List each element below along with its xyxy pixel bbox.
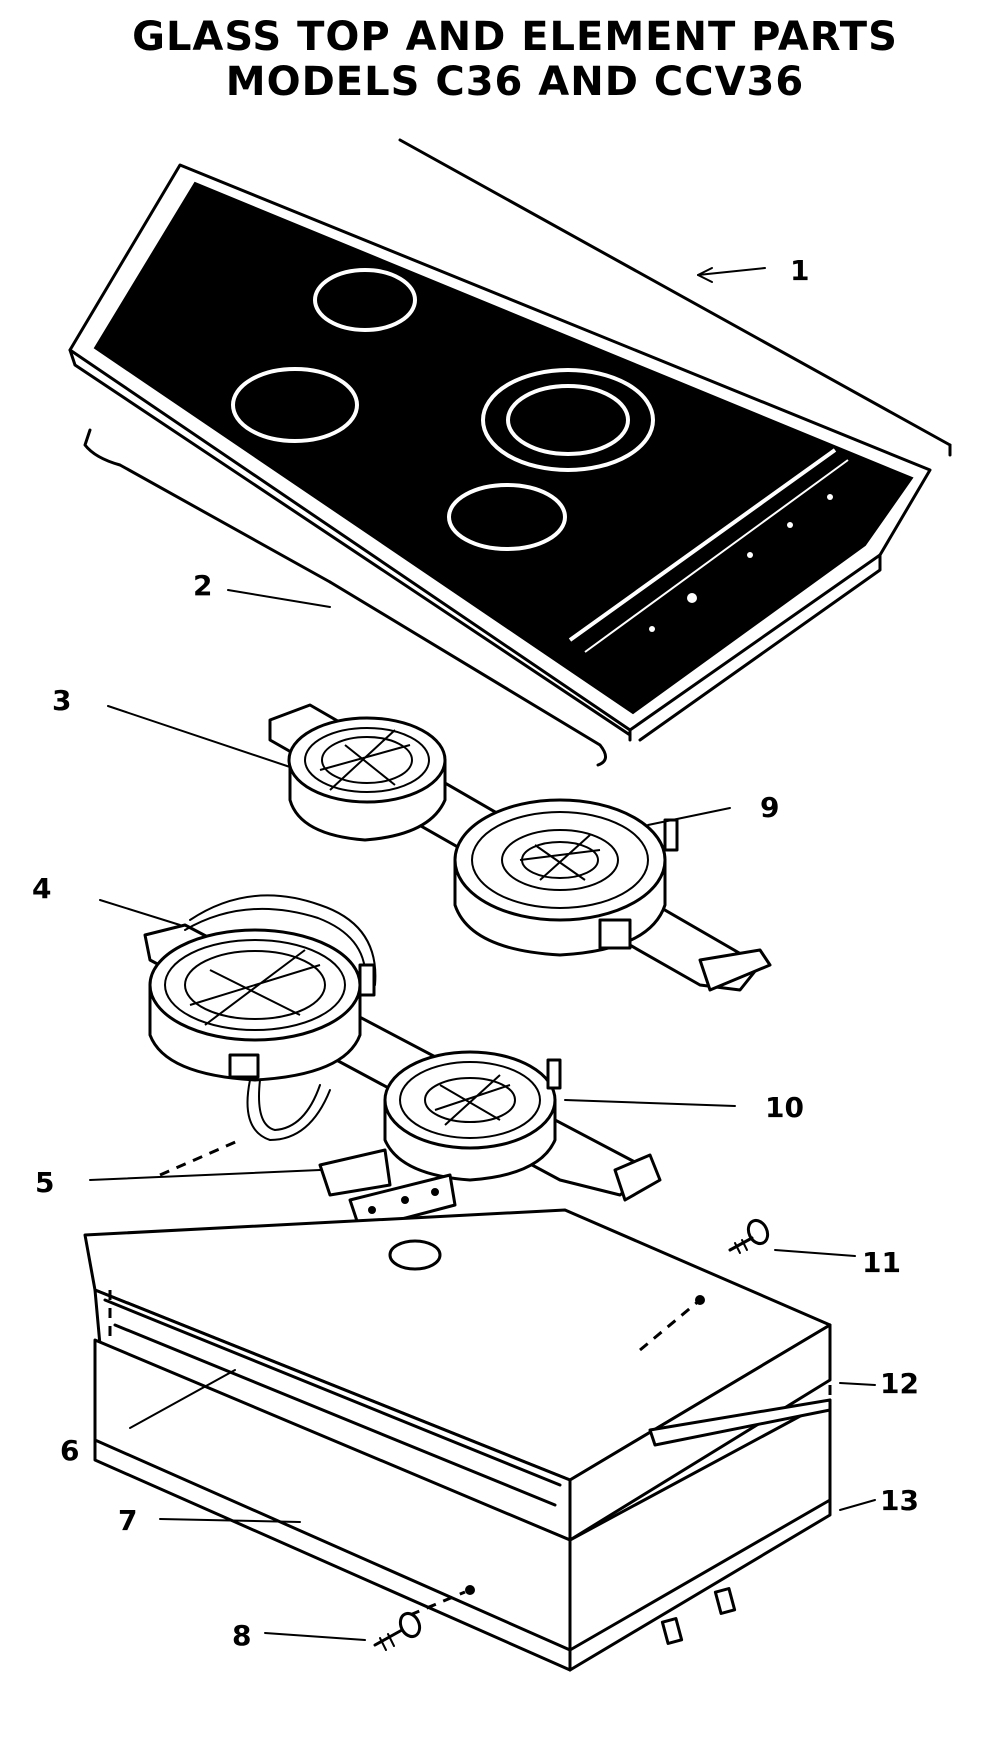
burner-ring-front-left — [231, 367, 359, 443]
front-element-assembly — [143, 894, 662, 1202]
radiant-element-medium — [383, 1050, 562, 1182]
leader-lines — [89, 267, 876, 1641]
burner-ring-front-center — [447, 483, 567, 551]
diagram-title-line-1: GLASS TOP AND ELEMENT PARTS — [132, 14, 898, 60]
burner-ring-large-outer — [481, 368, 655, 472]
burner-ring-large-inner — [506, 384, 630, 456]
screw-11 — [728, 1218, 770, 1254]
burner-ring-back-left — [313, 268, 417, 332]
callout-5: 5 — [35, 1166, 54, 1199]
element-terminal-block — [598, 918, 632, 950]
callout-labels: 1 2 3 4 5 6 7 8 9 10 11 12 13 — [32, 254, 919, 1652]
callout-13: 13 — [880, 1484, 919, 1517]
callout-7: 7 — [118, 1504, 137, 1537]
callout-6: 6 — [60, 1434, 79, 1467]
element-wiring-harness — [189, 894, 377, 986]
radiant-element-small — [287, 716, 447, 842]
callout-11: 11 — [862, 1246, 901, 1279]
glass-top-seal-part — [83, 428, 607, 767]
glass-top-back-edge — [398, 138, 952, 447]
callout-4: 4 — [32, 872, 51, 905]
diagram-title-line-2: MODELS C36 AND CCV36 — [226, 59, 804, 105]
control-knob-markers — [649, 494, 833, 632]
callout-8: 8 — [232, 1619, 251, 1652]
radiant-element-dual — [453, 798, 679, 957]
screw-8 — [373, 1611, 422, 1651]
callout-10: 10 — [765, 1091, 804, 1124]
lower-box-part — [93, 1338, 832, 1672]
callout-12: 12 — [880, 1367, 919, 1400]
callout-2: 2 — [193, 569, 212, 602]
rear-element-assembly — [268, 703, 772, 992]
callout-3: 3 — [52, 684, 71, 717]
radiant-element-large — [148, 894, 377, 1142]
glass-top-part — [68, 138, 952, 742]
pan-center-hole — [388, 1239, 442, 1271]
callout-1: 1 — [790, 254, 809, 287]
terminal-block-part — [318, 1148, 457, 1232]
callout-9: 9 — [760, 791, 779, 824]
glass-cooktop-surface — [93, 181, 914, 715]
